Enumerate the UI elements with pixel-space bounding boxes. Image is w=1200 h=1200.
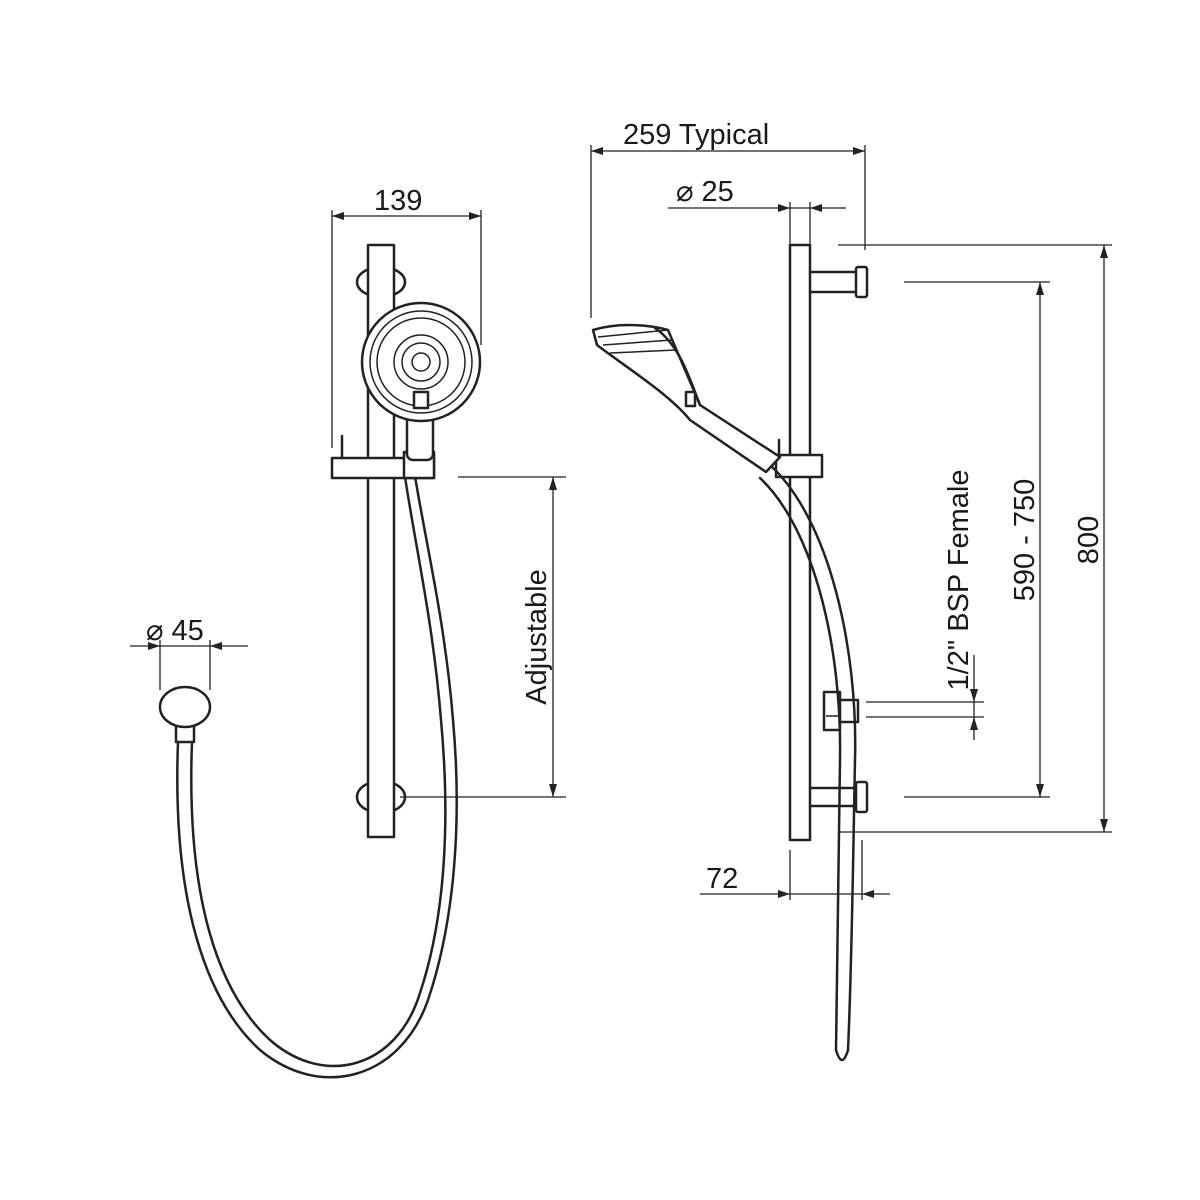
hose-loop	[176, 468, 458, 1079]
dimension-adjustable: Adjustable	[400, 476, 566, 798]
rail-side-view	[774, 243, 869, 842]
dimension-139: 139	[331, 185, 482, 448]
hand-shower-detached	[158, 468, 458, 1079]
label-139: 139	[374, 185, 422, 217]
label-800: 800	[1073, 516, 1105, 564]
label-diameter-45: ⌀ 45	[146, 615, 204, 647]
label-adjustable: Adjustable	[521, 569, 553, 704]
shower-head-side	[591, 323, 782, 474]
rail-front-view	[330, 243, 482, 839]
label-half-inch-bsp-female: 1/2" BSP Female	[943, 470, 975, 691]
label-590-750: 590 - 750	[1009, 479, 1041, 602]
label-72: 72	[706, 863, 738, 895]
dimension-590-750: 590 - 750	[904, 281, 1050, 798]
hose-side	[758, 463, 857, 1062]
shower-head-front	[360, 301, 482, 423]
dimension-half-inch-bsp: 1/2" BSP Female	[866, 470, 984, 740]
label-259-typical: 259 Typical	[623, 119, 769, 151]
label-diameter-25: ⌀ 25	[676, 176, 734, 208]
dimension-diameter-45: ⌀ 45	[130, 615, 248, 690]
dimension-72: 72	[700, 840, 890, 900]
dimension-diameter-25: ⌀ 25	[668, 176, 846, 245]
dimension-800: 800	[838, 244, 1112, 833]
dimension-259-typical: 259 Typical	[590, 119, 866, 318]
